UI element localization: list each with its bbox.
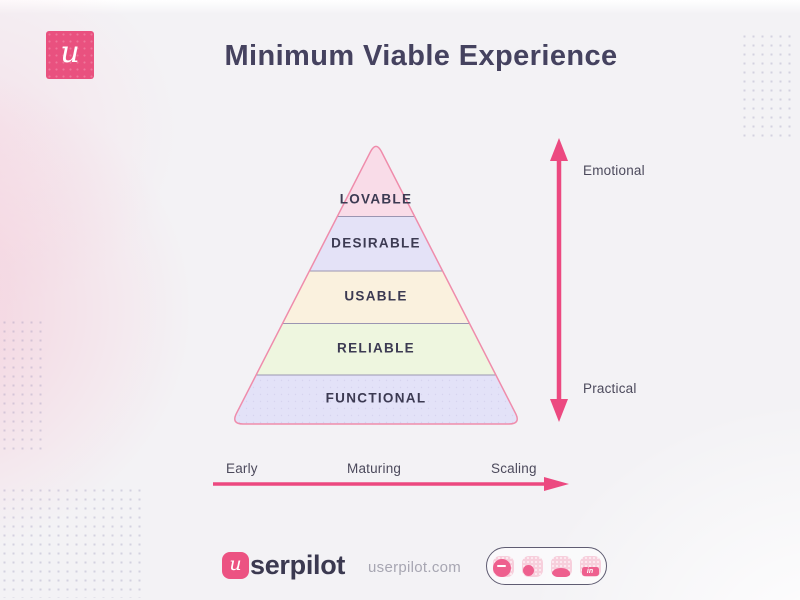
twitter-icon-shape — [551, 567, 570, 577]
stage-label-early: Early — [226, 461, 258, 476]
arrow-up-head — [550, 138, 568, 161]
youtube-icon-shape — [492, 558, 511, 577]
badge-letter: u — [229, 553, 242, 575]
maturity-axis-arrow — [213, 477, 569, 491]
arrow-down-head — [550, 399, 568, 422]
pyramid-diagram: LOVABLE DESIRABLE USABLE RELIABLE FUNCTI… — [234, 145, 518, 425]
logo-letter: u — [60, 35, 80, 70]
level-label-desirable: DESIRABLE — [331, 236, 421, 251]
arrow-right-head — [544, 477, 569, 491]
stage-label-maturing: Maturing — [347, 461, 402, 476]
youtube-icon — [492, 555, 514, 577]
practical-label: Practical — [583, 381, 637, 396]
twitter-icon — [550, 555, 572, 577]
userpilot-badge-icon: u — [222, 552, 249, 579]
instagram-icon-shape — [522, 564, 534, 576]
dot-pattern-top-right — [740, 32, 797, 140]
website-url: userpilot.com — [368, 559, 462, 576]
youtube-icon-dash — [496, 564, 506, 568]
linkedin-icon-shape: in — [581, 566, 599, 576]
dot-pattern-left-mid — [0, 318, 46, 450]
emotional-label: Emotional — [583, 163, 645, 178]
social-icons-pill: in — [486, 547, 607, 585]
functional-texture — [234, 375, 518, 424]
pyramid-outline — [234, 145, 518, 425]
page-title: Minimum Viable Experience — [224, 40, 618, 72]
wordmark-text: serpilot — [250, 550, 346, 580]
linkedin-icon: in — [579, 555, 601, 577]
emotional-practical-arrow — [550, 138, 568, 422]
pyramid-level-reliable — [234, 323, 518, 375]
level-label-lovable: LOVABLE — [340, 192, 413, 207]
dot-pattern-bottom-left — [0, 486, 144, 598]
level-label-functional: FUNCTIONAL — [326, 391, 427, 406]
stage-label-scaling: Scaling — [491, 461, 537, 476]
userpilot-logo-icon: u — [46, 31, 94, 79]
userpilot-wordmark: u serpilot — [222, 550, 345, 581]
level-label-reliable: RELIABLE — [337, 341, 415, 356]
instagram-icon — [521, 555, 543, 577]
level-label-usable: USABLE — [344, 289, 407, 304]
